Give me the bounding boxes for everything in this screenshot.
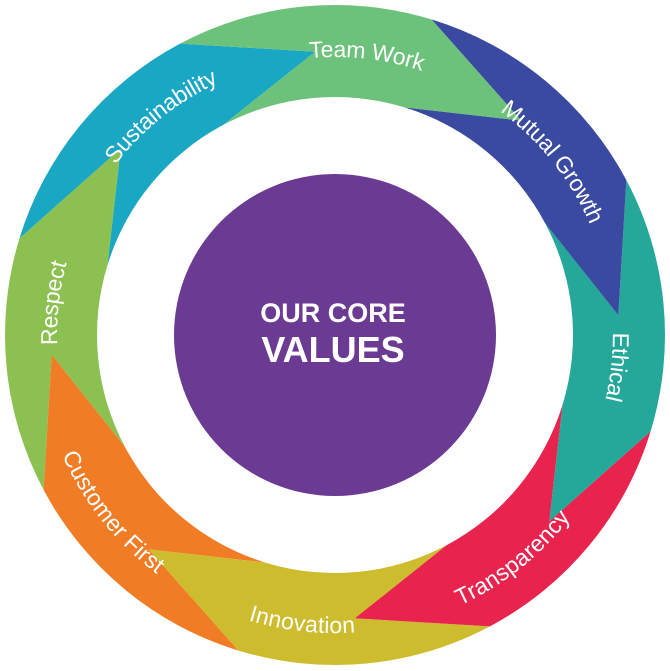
segment-innovation (148, 545, 490, 665)
center-title-line2: VALUES (261, 329, 404, 370)
segment-ethical (545, 180, 665, 522)
segment-sustainability (19, 43, 316, 266)
segment-transparency (354, 404, 651, 627)
segment-respect (5, 148, 125, 490)
segment-mutual-growth (404, 19, 627, 316)
center-title-line1: OUR CORE (260, 298, 406, 328)
ring-segments (5, 5, 665, 665)
segment-customer-first (43, 354, 266, 651)
center-circle (174, 174, 496, 496)
segment-team-work (180, 5, 522, 125)
